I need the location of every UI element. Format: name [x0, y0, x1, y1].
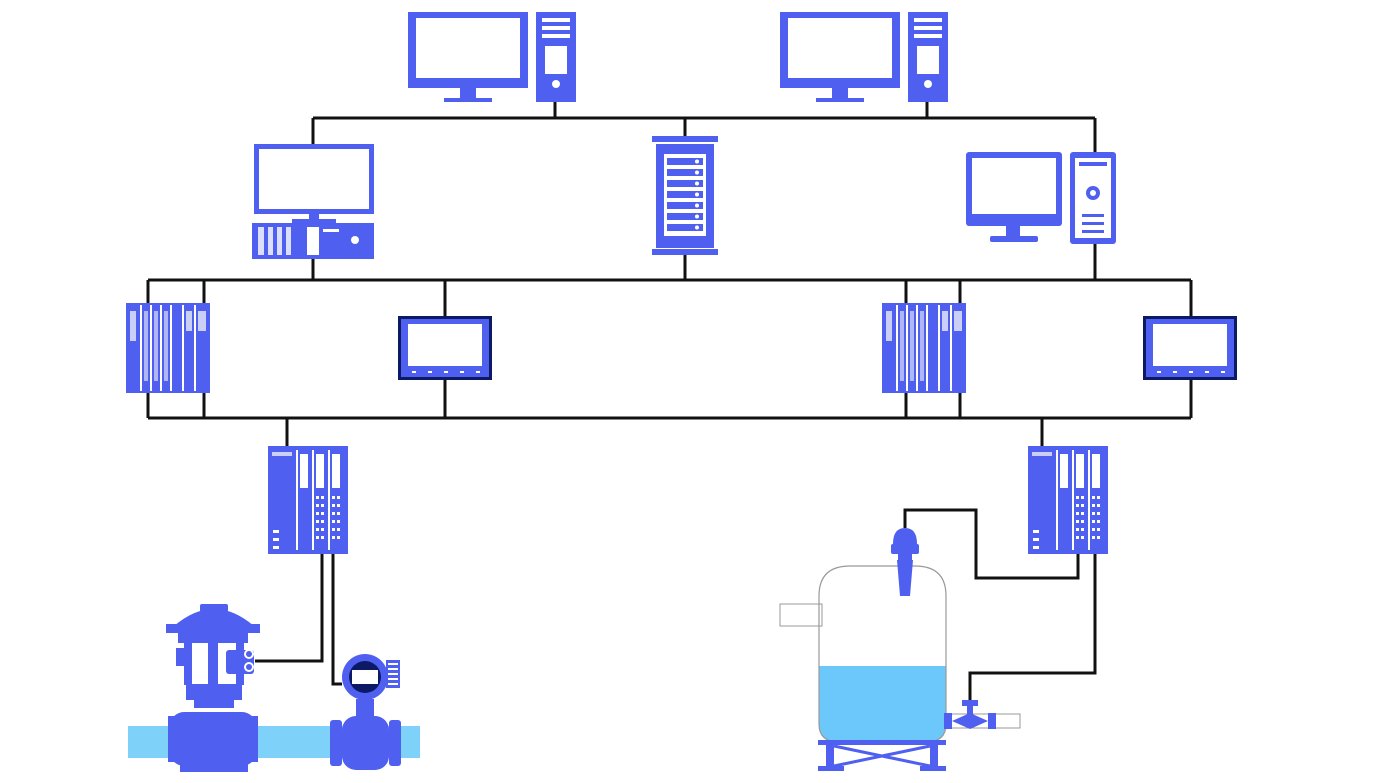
- remote-io-icon: [1028, 446, 1108, 554]
- plc-rack-icon: [882, 303, 966, 393]
- controller-2: [882, 303, 966, 393]
- engineering-station-icon: [252, 144, 374, 259]
- server-rack-icon: [652, 136, 718, 255]
- desktop-pc-icon: [966, 152, 1116, 244]
- hmi-panel-icon: [1143, 316, 1237, 380]
- drain-valve-icon: [944, 700, 996, 729]
- hmi-panel-1: [398, 316, 492, 380]
- network-wires: [146, 100, 1193, 702]
- flow-meter: [330, 654, 401, 770]
- remote-io-icon: [268, 446, 348, 554]
- plc-rack-icon: [126, 303, 210, 393]
- controller-1: [126, 303, 210, 393]
- operator-workstation-2: [780, 12, 948, 102]
- level-transmitter: [891, 528, 919, 596]
- tank-icon: [779, 565, 1021, 771]
- hmi-panel-icon: [398, 316, 492, 380]
- control-valve: [166, 604, 260, 772]
- desktop-pc-icon: [408, 12, 576, 102]
- drain-valve: [944, 700, 996, 729]
- remote-io-1: [268, 446, 348, 554]
- engineering-station: [252, 144, 374, 259]
- operator-workstation-1: [408, 12, 576, 102]
- hmi-panel-2: [1143, 316, 1237, 380]
- flow-meter-icon: [330, 654, 401, 770]
- server: [652, 136, 718, 255]
- supervisory-workstation: [966, 152, 1116, 244]
- control-valve-icon: [166, 604, 260, 772]
- desktop-pc-icon: [780, 12, 948, 102]
- storage-tank: [779, 565, 1021, 771]
- level-radar-icon: [891, 528, 919, 596]
- remote-io-2: [1028, 446, 1108, 554]
